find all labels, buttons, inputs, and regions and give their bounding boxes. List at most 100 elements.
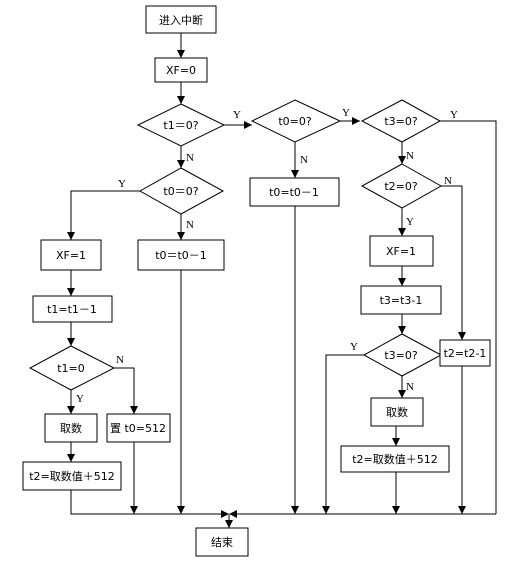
t2-dec-box — [439, 339, 491, 367]
branch-label-yes: Y — [76, 393, 84, 405]
arrow — [458, 332, 466, 340]
node-t0-dec-a: t0=t0－1 — [249, 177, 340, 207]
t1-dec-box — [32, 295, 113, 323]
arrow — [392, 506, 400, 514]
t2-eq0-diamond — [360, 163, 443, 209]
t0-eq0-diamond-a — [250, 99, 342, 143]
t1-eq0-question-label: t1＝0? — [163, 119, 198, 132]
branch-label-no: N — [116, 354, 124, 366]
arrow — [221, 510, 229, 518]
arrow — [398, 326, 406, 334]
arrow — [352, 117, 360, 125]
xf-one-a-label: XF=1 — [56, 249, 86, 262]
branch-label-no: N — [186, 152, 194, 164]
set-t0-box — [106, 413, 171, 443]
t0-dec-b-label: t0＝t0－1 — [155, 249, 207, 262]
line-t3q-yes — [440, 120, 497, 514]
t1-eq0-label: t1=0 — [57, 362, 85, 375]
branch-label-no: N — [186, 219, 194, 231]
branch-label-yes: Y — [406, 216, 414, 228]
t0-dec-a-box — [249, 177, 340, 207]
t3-dec-label: t3=t3-1 — [380, 294, 423, 307]
arrow — [130, 406, 138, 414]
arrow — [229, 510, 237, 518]
line-t3qb-yes — [325, 354, 364, 514]
fetch-a-box — [44, 413, 98, 443]
arrow — [398, 228, 406, 236]
fetch-b-box — [370, 397, 424, 427]
node-t3-eq0-question-a: t3=0? — [360, 99, 442, 143]
arrow — [291, 170, 299, 178]
t2-value-a-box — [22, 461, 122, 491]
arrow — [458, 506, 466, 514]
node-enter-interrupt: 进入中断 — [145, 5, 217, 34]
t2-value-b-label: t2=取数值＋512 — [352, 453, 438, 466]
branch-labels: Y N Y N Y N Y N Y N Y N Y N — [76, 107, 458, 405]
arrow — [225, 520, 233, 528]
arrow — [392, 438, 400, 446]
node-t2-eq0-question: t2=0? — [360, 163, 443, 209]
line-t2vala-down — [70, 490, 222, 515]
node-t2-dec: t2=t2-1 — [439, 339, 491, 367]
xf-zero-box — [154, 57, 208, 83]
branch-label-yes: Y — [350, 341, 358, 353]
branch-label-no: N — [300, 154, 308, 166]
node-set-t0: 置 t0=512 — [106, 413, 171, 443]
t0-dec-b-box — [137, 239, 225, 271]
branch-label-no: N — [444, 175, 452, 187]
branch-label-yes: Y — [450, 109, 458, 121]
arrow — [398, 390, 406, 398]
end-label: 结束 — [211, 536, 233, 549]
node-fetch-a: 取数 — [44, 413, 98, 443]
enter-interrupt-box — [145, 5, 217, 34]
fetch-a-label: 取数 — [60, 422, 82, 435]
arrow — [67, 406, 75, 414]
node-t0-eq0-question-b: t0＝0? — [138, 167, 225, 215]
t0-dec-a-label: t0=t0－1 — [269, 186, 319, 199]
t2-value-b-box — [340, 445, 450, 473]
t1-eq0-diamond — [136, 103, 226, 147]
t1-dec-label: t1=t1－1 — [47, 303, 97, 316]
node-t1-eq0: t1=0 — [28, 345, 116, 391]
branch-label-no: N — [406, 150, 414, 162]
node-t3-dec: t3=t3-1 — [360, 285, 442, 315]
t3-eq0-diamond-b — [362, 333, 443, 377]
arrow — [291, 506, 299, 514]
t3-dec-box — [360, 285, 442, 315]
arrow — [398, 156, 406, 164]
t0-eq0-question-a-label: t0=0? — [278, 115, 312, 128]
arrow — [67, 288, 75, 296]
arrow — [177, 506, 185, 514]
line-t1eq-no — [114, 367, 135, 414]
node-t2-value-b: t2=取数值＋512 — [340, 445, 450, 473]
node-xf-zero: XF=0 — [154, 57, 208, 83]
node-t1-eq0-question: t1＝0? — [136, 103, 226, 147]
node-xf-one-b: XF=1 — [369, 235, 434, 267]
arrow — [177, 232, 185, 240]
line-t2q-no — [441, 185, 463, 340]
arrow — [177, 50, 185, 58]
arrow — [67, 454, 75, 462]
branch-label-yes: Y — [233, 109, 241, 121]
arrow — [322, 506, 330, 514]
node-end: 结束 — [195, 527, 249, 557]
line-t0qb-yes — [70, 190, 140, 240]
t2-eq0-question-label: t2=0? — [384, 180, 418, 193]
arrow — [177, 160, 185, 168]
node-t3-eq0-question-b: t3=0? — [362, 333, 443, 377]
set-t0-label: 置 t0=512 — [110, 422, 166, 435]
node-t1-dec: t1=t1－1 — [32, 295, 113, 323]
node-xf-one-a: XF=1 — [40, 239, 102, 271]
node-fetch-b: 取数 — [370, 397, 424, 427]
xf-zero-label: XF=0 — [166, 64, 196, 77]
t0-eq0-question-b-label: t0＝0? — [163, 185, 198, 198]
arrowheads — [67, 50, 466, 528]
xf-one-b-box — [369, 235, 434, 267]
t2-dec-label: t2=t2-1 — [444, 347, 487, 360]
xf-one-b-label: XF=1 — [386, 245, 416, 258]
arrow — [177, 96, 185, 104]
t0-eq0-diamond-b — [138, 167, 225, 215]
node-t2-value-a: t2=取数值＋512 — [22, 461, 122, 491]
arrow — [398, 278, 406, 286]
t3-eq0-diamond-a — [360, 99, 442, 143]
